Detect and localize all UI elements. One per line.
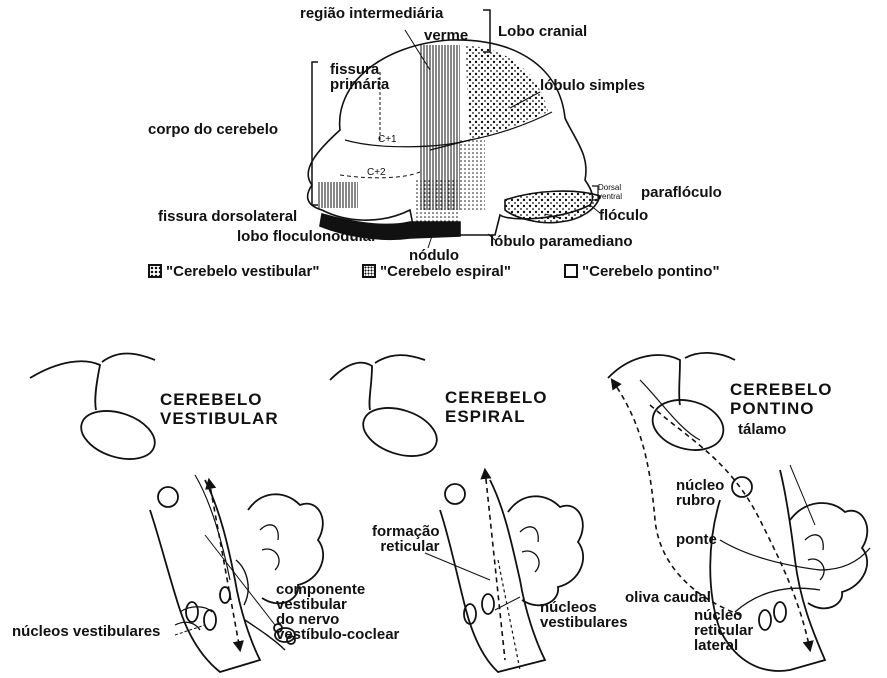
label-nucleos-vestibulares-1: núcleos vestibulares — [12, 624, 160, 639]
label-formacao-reticular: formação reticular — [372, 524, 440, 554]
legend-label-espiral: "Cerebelo espiral" — [380, 264, 511, 279]
nodulus — [415, 178, 460, 236]
bracket-corpo — [312, 62, 318, 205]
title-cerebelo-vestibular: CEREBELO VESTIBULAR — [160, 390, 279, 428]
label-corpo-do-cerebelo: corpo do cerebelo — [148, 122, 278, 137]
label-ponte: ponte — [676, 532, 717, 547]
label-componente-vestibular: componente vestibular do nervo vestíbulo… — [276, 582, 399, 642]
paravermis-fine — [460, 140, 485, 210]
label-lobo-cranial: Lobo cranial — [498, 24, 587, 39]
cerebellum-top-view — [308, 10, 600, 248]
paraflocculus — [505, 191, 600, 223]
label-oliva-caudal: oliva caudal — [625, 590, 711, 605]
label-dorsal-ventral: Dorsal ventral — [598, 183, 622, 201]
legend-swatch-vestibular — [148, 264, 162, 278]
label-regiao-intermediaria: região intermediária — [300, 6, 443, 21]
title-cerebelo-espiral: CEREBELO ESPIRAL — [445, 388, 547, 426]
title-cerebelo-pontino: CEREBELO PONTINO — [730, 380, 832, 418]
label-lobo-floculonodular: lobo floculonodular — [237, 229, 377, 244]
simple-lobule-dots — [465, 45, 548, 140]
label-fissura-primaria: fissura primária — [330, 62, 389, 92]
label-verme: verme — [424, 28, 468, 43]
label-nodulo: nódulo — [409, 248, 459, 263]
legend-swatch-pontino — [564, 264, 578, 278]
label-c2: C+2 — [367, 168, 386, 178]
label-nucleo-reticular-lateral: núcleo reticular lateral — [694, 608, 753, 653]
bracket-lobo-cranial — [483, 10, 490, 52]
label-paraflóculo: paraflóculo — [641, 185, 722, 200]
label-nucleo-rubro: núcleo rubro — [676, 478, 724, 508]
label-floculo: flóculo — [599, 208, 648, 223]
label-lobulo-paramediano: lóbulo paramediano — [490, 234, 633, 249]
label-fissura-dorsolateral: fissura dorsolateral — [158, 209, 297, 224]
legend-swatch-espiral — [362, 264, 376, 278]
label-talamo: tálamo — [738, 422, 786, 437]
label-c1: C+1 — [378, 135, 397, 145]
legend-label-vestibular: "Cerebelo vestibular" — [166, 264, 319, 279]
label-lobulo-simples: lóbulo simples — [540, 78, 645, 93]
legend-label-pontino: "Cerebelo pontino" — [582, 264, 720, 279]
label-nucleos-vestibulares-2: núcleos vestibulares — [540, 600, 628, 630]
